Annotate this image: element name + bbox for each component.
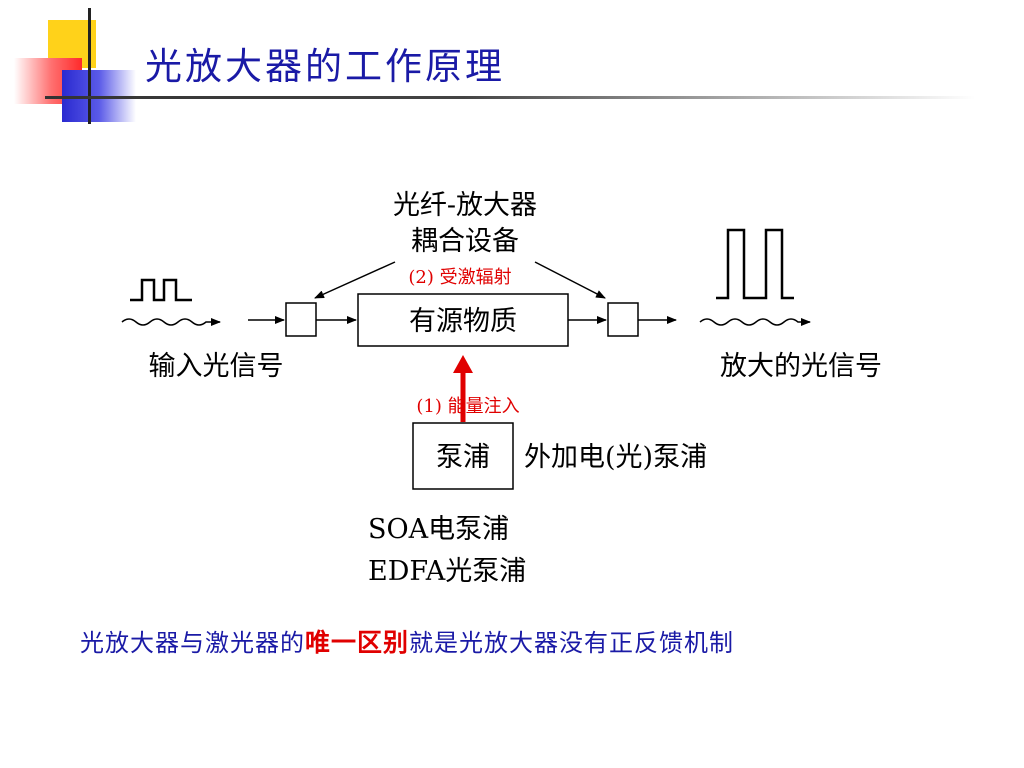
soa-label: SOA电泵浦 [368,514,509,545]
coupler-arrow-left [314,261,396,299]
energy-injection-label: (1) 能量注入 [416,396,519,417]
output-wave-icon [699,318,811,326]
pump-label: 泵浦 [436,442,490,473]
amplifier-diagram: 光纤-放大器 耦合设备 (2) 受激辐射 有源物质 输入光信号 放大的光信号 (… [121,190,882,587]
output-signal-label: 放大的光信号 [720,351,882,382]
output-pulse-icon [716,228,794,300]
input-pulse-icon [130,278,192,302]
pump-box [412,422,514,490]
input-wave-icon [121,318,221,326]
external-pump-label: 外加电(光)泵浦 [524,442,707,473]
coupler-label-line2: 耦合设备 [411,226,519,257]
conclusion-text: 光放大器与激光器的唯一区别就是光放大器没有正反馈机制 [80,623,734,659]
stimulated-emission-label: (2) 受激辐射 [408,267,511,288]
active-medium-label: 有源物质 [409,306,517,337]
conclusion-prefix: 光放大器与激光器的 [80,629,305,657]
coupler-left [285,302,317,337]
coupler-arrow-right [534,261,606,299]
corner-vertical-line [88,8,91,124]
edfa-label: EDFA光泵浦 [368,556,526,587]
page-title: 光放大器的工作原理 [145,45,505,88]
title-underline [45,96,975,99]
active-medium-box [357,293,569,347]
coupler-label-line1: 光纤-放大器 [393,190,537,221]
conclusion-suffix: 就是光放大器没有正反馈机制 [409,629,735,657]
input-signal-label: 输入光信号 [149,351,284,382]
coupler-right [607,302,639,337]
conclusion-highlight: 唯一区别 [305,628,410,657]
